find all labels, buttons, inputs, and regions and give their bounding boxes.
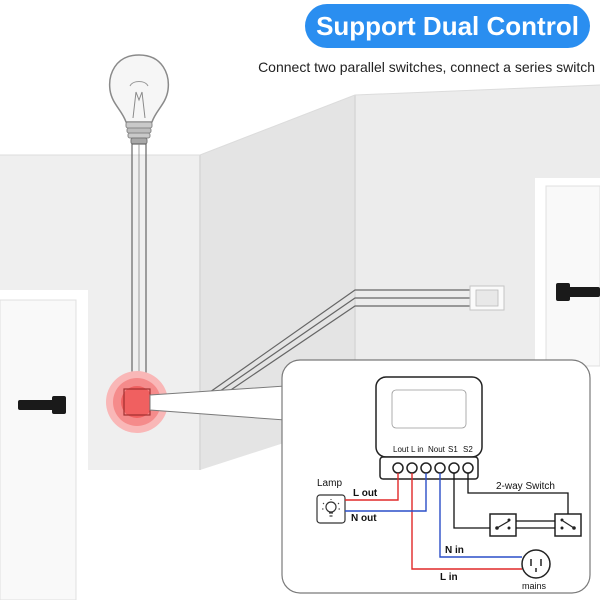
two-way-switch-1: [489, 513, 517, 537]
light-bulb-icon: [108, 54, 170, 145]
label-lamp: Lamp: [317, 478, 342, 489]
wall-switch: [469, 285, 505, 311]
terminal-label-nout: Nout: [428, 445, 446, 454]
live-wires: [345, 473, 522, 570]
smart-switch-glow: [106, 371, 168, 433]
smart-switch-module: [375, 376, 483, 480]
terminal-label-lin: L in: [411, 445, 424, 454]
header-subtitle: Connect two parallel switches, connect a…: [258, 59, 595, 75]
label-two-way-switch: 2-way Switch: [496, 481, 555, 492]
terminal-label-lout: Lout: [393, 445, 409, 454]
label-n-out: N out: [351, 513, 377, 524]
right-door: [545, 185, 600, 367]
lamp-icon: [316, 494, 346, 524]
terminal-label-s1: S1: [448, 445, 458, 454]
left-door: [0, 299, 77, 600]
label-l-out: L out: [353, 488, 378, 499]
label-n-in: N in: [445, 545, 464, 556]
switch-wires: [453, 473, 569, 529]
mains-socket-icon: [521, 549, 551, 579]
terminal-label-s2: S2: [463, 445, 473, 454]
label-l-in: L in: [440, 572, 458, 583]
two-way-switch-2: [554, 513, 582, 537]
label-mains: mains: [522, 581, 547, 591]
header-title: Support Dual Control: [305, 4, 590, 48]
neutral-wires: [345, 473, 522, 558]
